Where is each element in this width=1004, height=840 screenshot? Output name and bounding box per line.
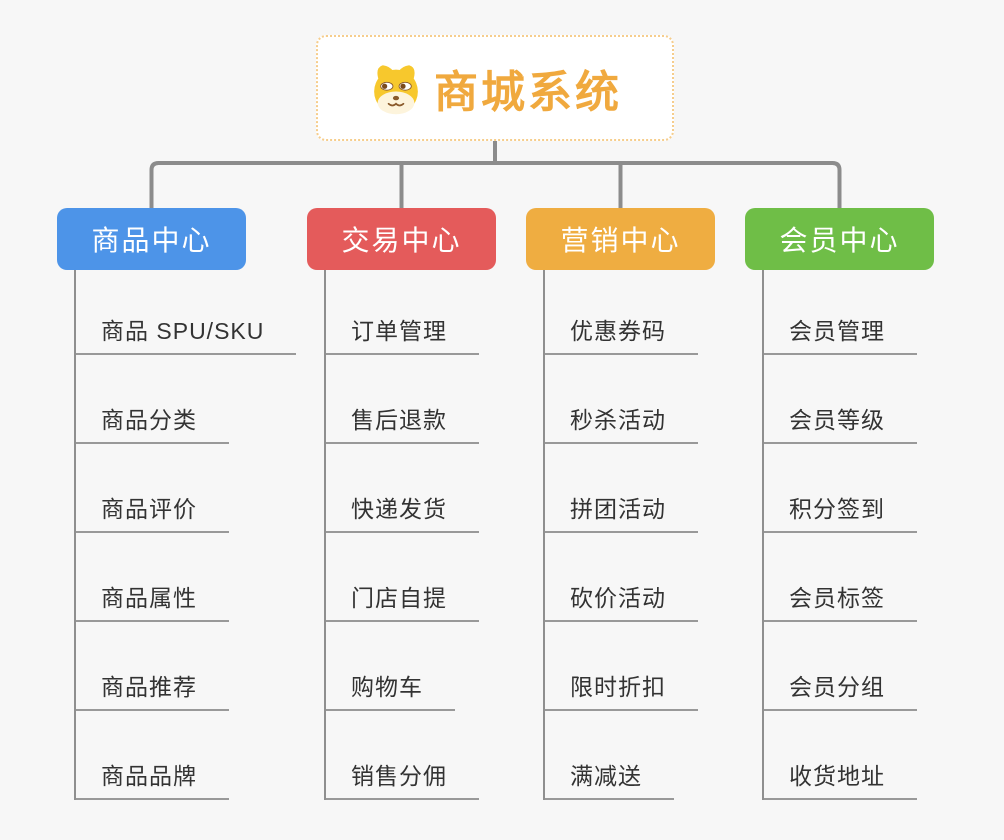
leaf-label: 会员等级 [762,401,917,444]
leaf-node[interactable]: 商品推荐 [74,622,297,711]
branch-node-trade-center[interactable]: 交易中心 [307,208,496,270]
leaf-label: 会员分组 [762,668,917,711]
leaf-label: 会员管理 [762,312,917,355]
leaf-node[interactable]: 商品评价 [74,444,297,533]
leaf-label: 限时折扣 [543,668,698,711]
leaf-node[interactable]: 商品属性 [74,533,297,622]
branch-label: 营销中心 [560,225,681,256]
branch-column-product: 商品中心 商品 SPU/SKU 商品分类 商品评价 商品属性 商品推荐 商品品牌 [57,208,297,800]
leaf-label: 商品推荐 [74,668,229,711]
leaf-label: 购物车 [324,668,455,711]
leaf-label: 砍价活动 [543,579,698,622]
leaf-node[interactable]: 积分签到 [762,444,985,533]
leaf-label: 商品分类 [74,401,229,444]
branch-label: 交易中心 [341,225,462,256]
leaf-node[interactable]: 商品分类 [74,355,297,444]
branch-column-member: 会员中心 会员管理 会员等级 积分签到 会员标签 会员分组 收货地址 [745,208,985,800]
leaf-node[interactable]: 收货地址 [762,711,985,800]
branch-column-trade: 交易中心 订单管理 售后退款 快递发货 门店自提 购物车 销售分佣 [307,208,547,800]
leaf-label: 门店自提 [324,579,479,622]
leaf-label: 会员标签 [762,579,917,622]
leaf-node[interactable]: 销售分佣 [324,711,547,800]
doge-icon [374,65,418,115]
leaf-node[interactable]: 会员分组 [762,622,985,711]
leaf-label: 订单管理 [324,312,479,355]
leaf-label: 秒杀活动 [543,401,698,444]
branch-node-product-center[interactable]: 商品中心 [57,208,246,270]
root-node[interactable]: 商城系统 [316,35,674,141]
branch-node-member-center[interactable]: 会员中心 [745,208,934,270]
leaf-label: 销售分佣 [324,757,479,800]
leaf-label: 商品 SPU/SKU [74,312,297,355]
leaf-node[interactable]: 优惠券码 [543,270,766,355]
leaf-node[interactable]: 商品 SPU/SKU [74,270,297,355]
leaf-node[interactable]: 售后退款 [324,355,547,444]
leaf-label: 商品评价 [74,490,229,533]
leaf-label: 满减送 [543,757,674,800]
leaf-node[interactable]: 订单管理 [324,270,547,355]
leaf-node[interactable]: 门店自提 [324,533,547,622]
leaf-node[interactable]: 会员标签 [762,533,985,622]
leaf-node[interactable]: 限时折扣 [543,622,766,711]
leaf-label: 商品品牌 [74,757,229,800]
leaf-node[interactable]: 砍价活动 [543,533,766,622]
leaf-list-marketing: 优惠券码 秒杀活动 拼团活动 砍价活动 限时折扣 满减送 [543,270,766,800]
leaf-node[interactable]: 商品品牌 [74,711,297,800]
leaf-label: 优惠券码 [543,312,698,355]
leaf-node[interactable]: 会员管理 [762,270,985,355]
leaf-label: 拼团活动 [543,490,698,533]
leaf-node[interactable]: 满减送 [543,711,766,800]
leaf-label: 积分签到 [762,490,917,533]
leaf-list-product: 商品 SPU/SKU 商品分类 商品评价 商品属性 商品推荐 商品品牌 [74,270,297,800]
branch-label: 会员中心 [779,225,900,256]
leaf-label: 售后退款 [324,401,479,444]
leaf-label: 收货地址 [762,757,917,800]
leaf-node[interactable]: 秒杀活动 [543,355,766,444]
leaf-node[interactable]: 购物车 [324,622,547,711]
leaf-label: 商品属性 [74,579,229,622]
leaf-list-member: 会员管理 会员等级 积分签到 会员标签 会员分组 收货地址 [762,270,985,800]
branch-node-marketing-center[interactable]: 营销中心 [526,208,715,270]
leaf-node[interactable]: 拼团活动 [543,444,766,533]
leaf-node[interactable]: 会员等级 [762,355,985,444]
leaf-node[interactable]: 快递发货 [324,444,547,533]
branch-column-marketing: 营销中心 优惠券码 秒杀活动 拼团活动 砍价活动 限时折扣 满减送 [526,208,766,800]
root-title: 商城系统 [434,68,622,117]
branch-label: 商品中心 [91,225,212,256]
leaf-label: 快递发货 [324,490,479,533]
leaf-list-trade: 订单管理 售后退款 快递发货 门店自提 购物车 销售分佣 [324,270,547,800]
